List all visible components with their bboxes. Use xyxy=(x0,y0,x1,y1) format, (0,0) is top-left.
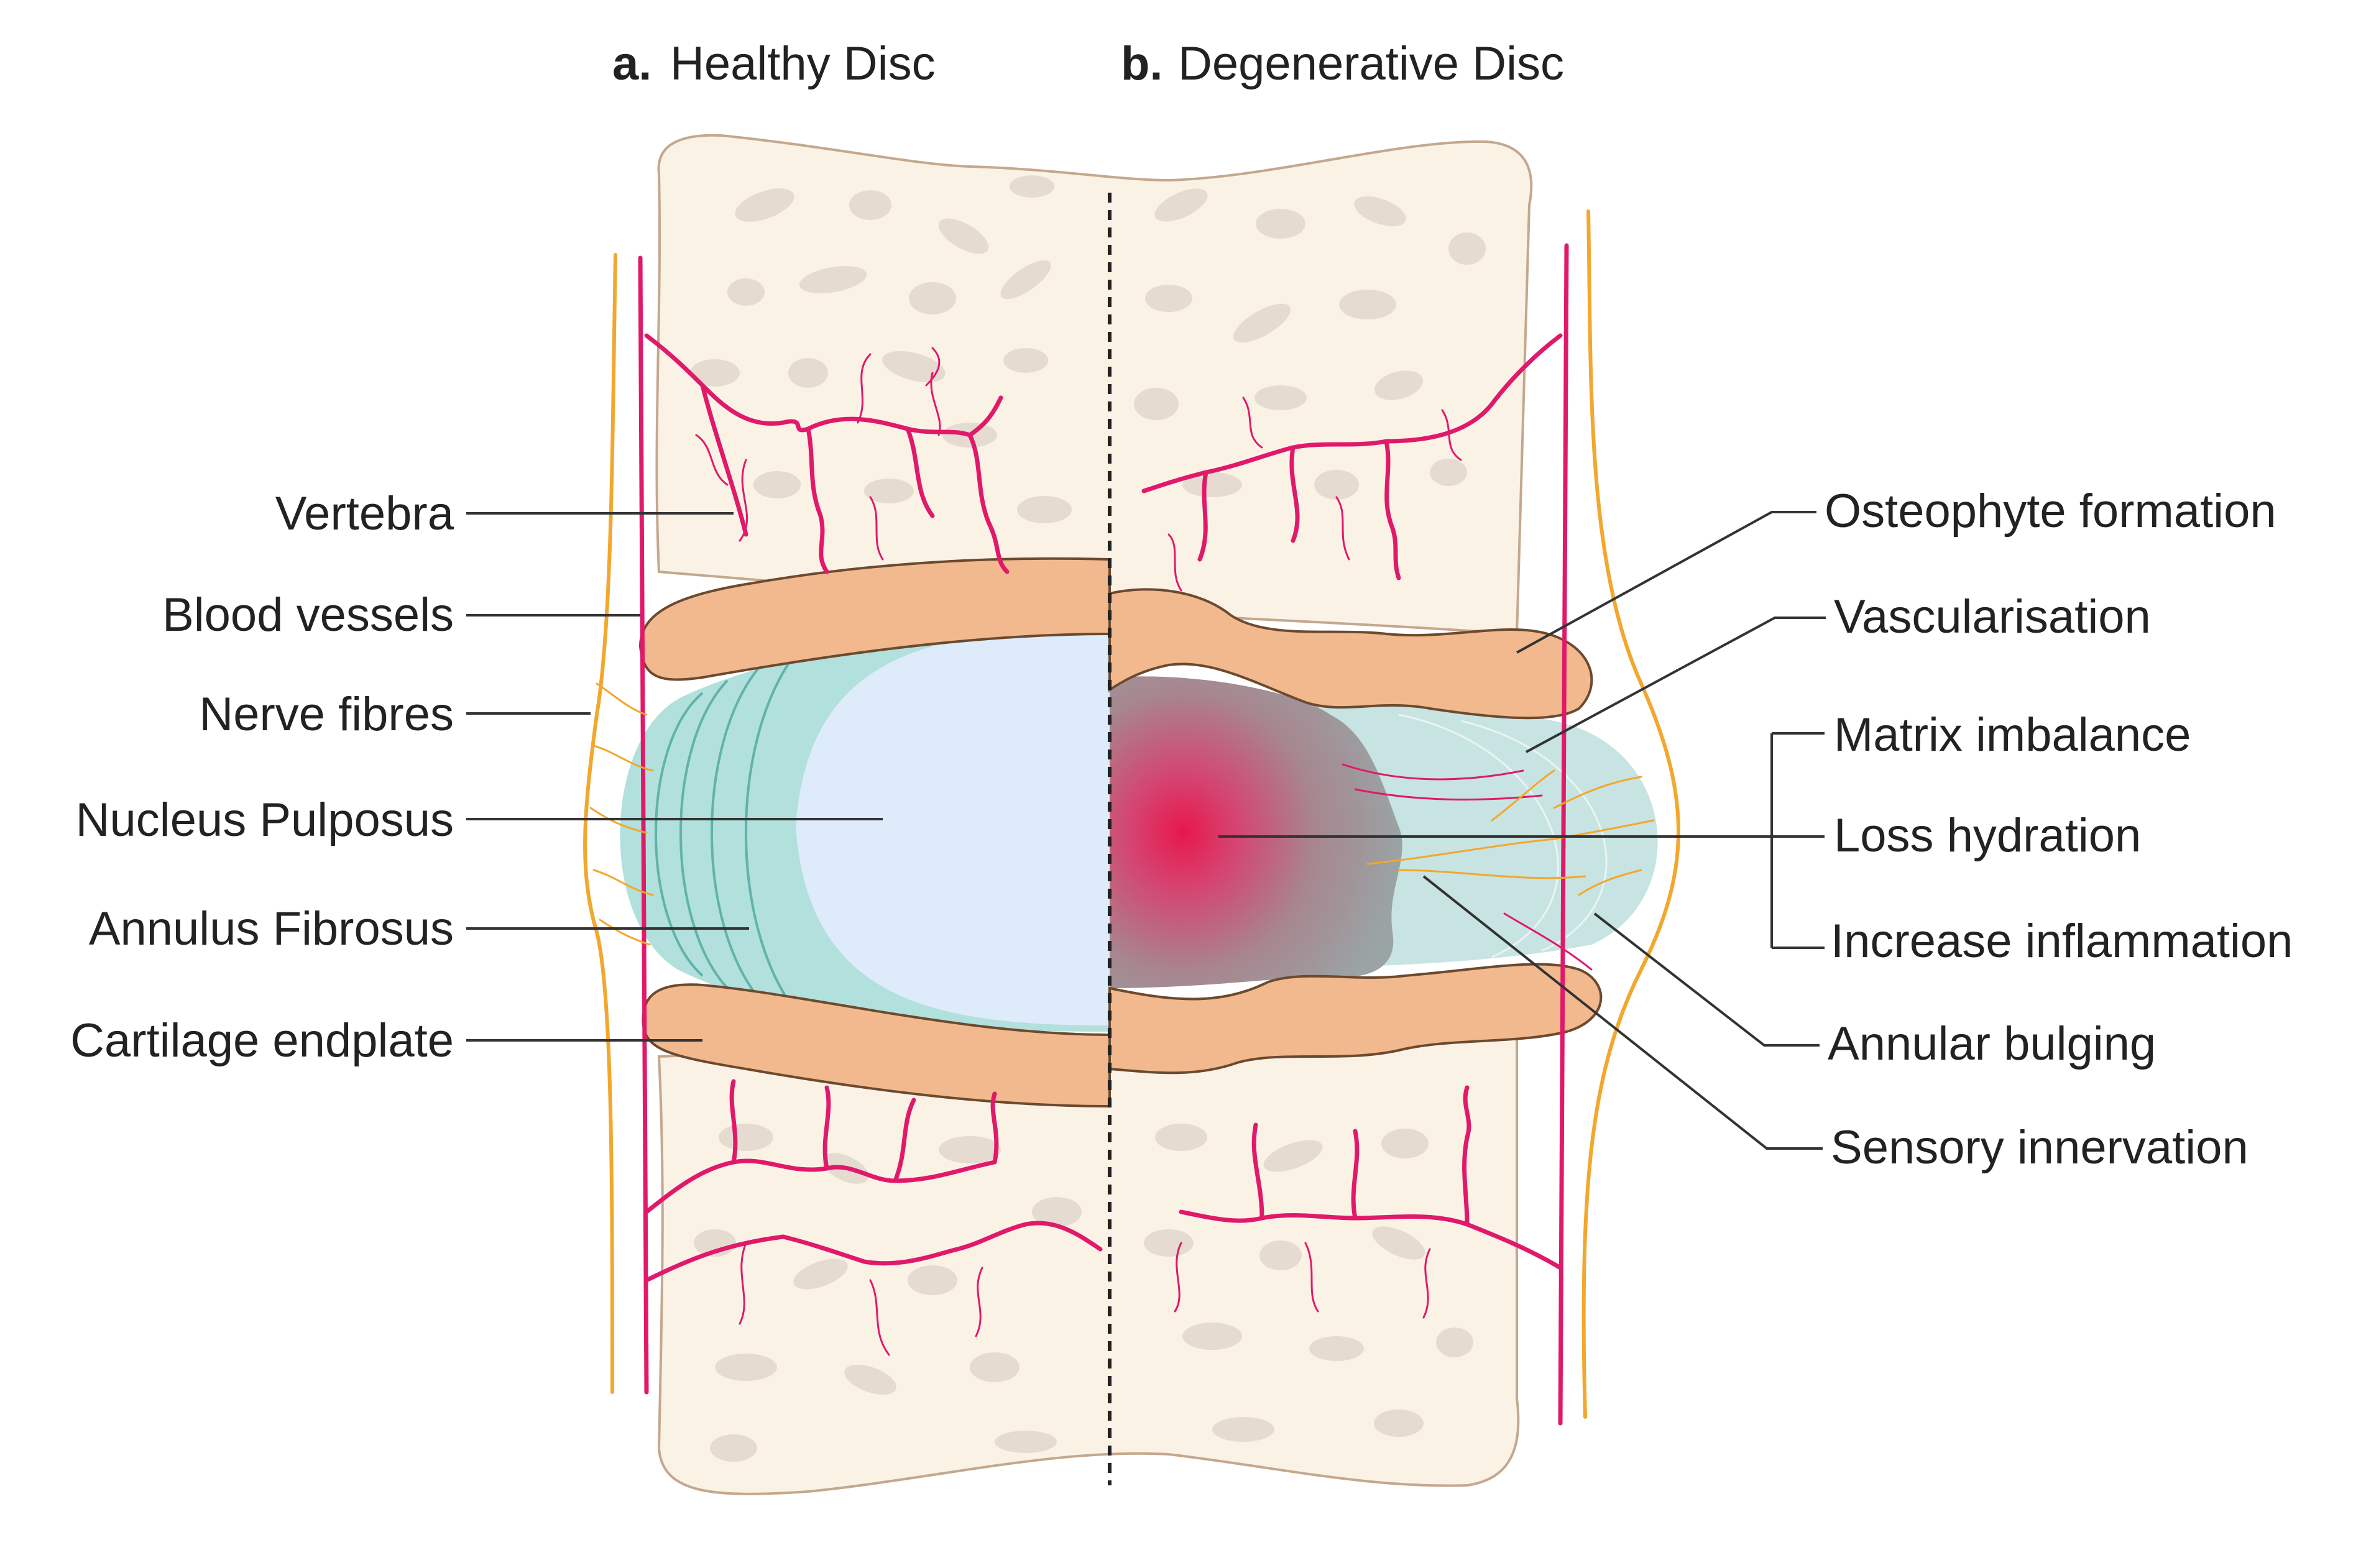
vessel-branches xyxy=(695,347,1593,1356)
healthy-disc xyxy=(620,628,1110,1032)
healthy-title-prefix: a. xyxy=(612,37,651,90)
degenerative-upper-endplate xyxy=(1108,588,1593,720)
degenerative-disc xyxy=(1110,676,1658,988)
label-loss-hydration: Loss hydration xyxy=(1834,809,2141,862)
degenerative-title-prefix: b. xyxy=(1121,37,1163,90)
healthy-title: Healthy Disc xyxy=(670,37,936,90)
degenerative-title: Degenerative Disc xyxy=(1178,37,1564,90)
right-labels: Osteophyte formation Vascularisation Mat… xyxy=(1218,485,2293,1174)
left-labels: Vertebra Blood vessels Nerve fibres Nucl… xyxy=(70,487,883,1067)
nerve-branches xyxy=(589,682,1655,946)
label-annular-bulging: Annular bulging xyxy=(1828,1017,2156,1070)
blood-vessels xyxy=(638,243,1569,1426)
label-blood-vessels: Blood vessels xyxy=(162,589,454,641)
nerve-fibres xyxy=(583,209,1680,1419)
label-sensory-innervation: Sensory innervation xyxy=(1831,1121,2249,1174)
label-nucleus-pulposus: Nucleus Pulposus xyxy=(76,794,454,846)
label-osteophyte-formation: Osteophyte formation xyxy=(1825,485,2276,538)
bone-texture xyxy=(690,175,1486,1462)
label-increase-inflammation: Increase inflammation xyxy=(1831,915,2293,968)
label-vertebra: Vertebra xyxy=(275,487,454,540)
label-matrix-imbalance: Matrix imbalance xyxy=(1834,708,2191,761)
label-cartilage-endplate: Cartilage endplate xyxy=(70,1014,454,1067)
degenerative-lower-endplate xyxy=(1108,963,1603,1075)
label-annulus-fibrosus: Annulus Fibrosus xyxy=(89,902,454,955)
label-nerve-fibres: Nerve fibres xyxy=(199,688,454,741)
label-vascularisation: Vascularisation xyxy=(1834,590,2151,643)
